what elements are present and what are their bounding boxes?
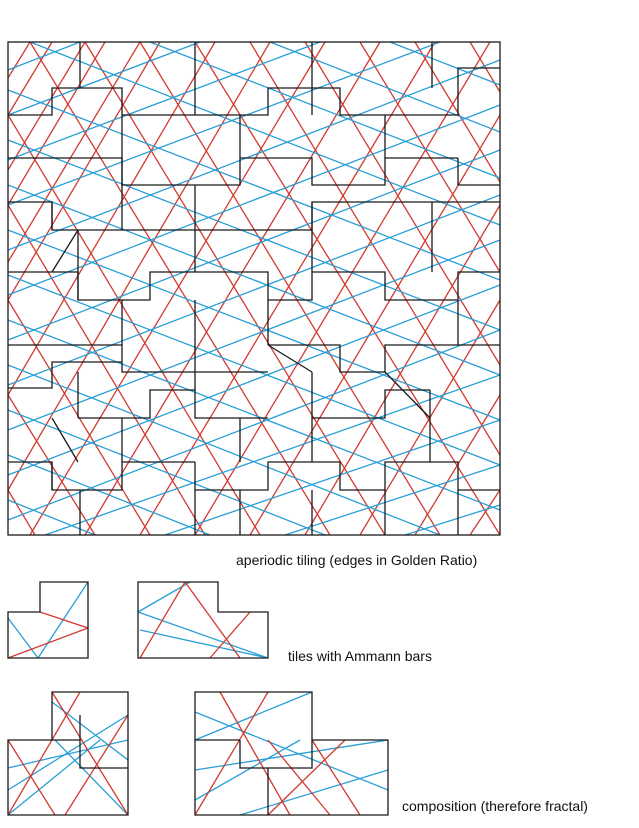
ammann-bars-blue: [7, 41, 501, 536]
tile-edges: [7, 41, 501, 536]
composition-large-edges: [194, 691, 389, 816]
composition-large-blue-bars: [194, 691, 389, 816]
composition-small-red-bars: [7, 691, 129, 816]
small-tile-red-bars: [7, 611, 89, 659]
small-tile: [7, 581, 89, 659]
small-tile-blue-bars: [7, 581, 89, 659]
large-tile-outline: [137, 581, 269, 659]
small-tile-outline: [7, 581, 89, 659]
composition-large: [194, 691, 389, 816]
aperiodic-tiling: [7, 41, 501, 536]
large-tile-red-bars: [139, 581, 251, 659]
large-tile-blue-bars: [137, 581, 269, 659]
composition-small-edges: [7, 691, 129, 816]
tiles-caption: tiles with Ammann bars: [288, 648, 432, 664]
tiling-caption: aperiodic tiling (edges in Golden Ratio): [236, 552, 478, 568]
large-tile: [137, 581, 269, 659]
composition-caption: composition (therefore fractal): [402, 798, 588, 814]
composition-large-red-bars: [194, 691, 361, 816]
composition-small: [7, 691, 129, 816]
